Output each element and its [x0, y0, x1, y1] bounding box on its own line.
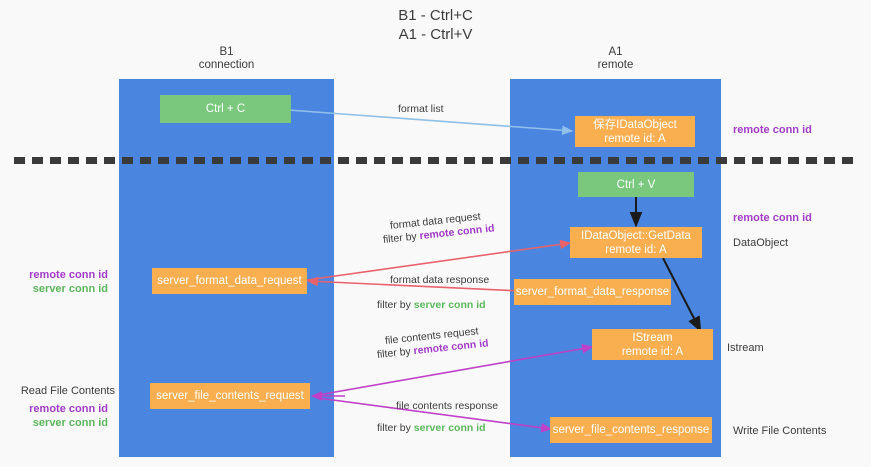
column-header-a1: A1 remote [597, 46, 634, 71]
annotation-remote-conn-id-top: remote conn id [733, 124, 812, 136]
edge-label-file-contents-response: file contents response [396, 400, 499, 412]
section-divider-dashed [14, 157, 859, 164]
filter-prefix: filter by [377, 422, 414, 434]
annotation-left-remote-conn-id: remote conn id [29, 269, 108, 281]
annotation-left-server-conn-id: server conn id [32, 283, 108, 295]
node-save-idataobject[interactable]: 保存IDataObject remote id: A [575, 116, 695, 147]
filter-key-server-conn-id: server conn id [413, 422, 486, 434]
node-idataobject-getdata[interactable]: IDataObject::GetData remote id: A [570, 227, 702, 258]
edge-label-file-contents-response-filter: filter by server conn id [377, 421, 486, 435]
annotation-istream: Istream [727, 342, 764, 354]
filter-prefix: filter by [377, 299, 414, 311]
annotation-write-file-contents: Write File Contents [733, 425, 827, 437]
node-server-format-data-request[interactable]: server_format_data_request [152, 268, 307, 294]
annotation-dataobject: DataObject [733, 237, 789, 249]
node-server-format-data-response[interactable]: server_format_data_response [514, 279, 671, 305]
node-ctrl-v[interactable]: Ctrl + V [578, 172, 694, 197]
node-istream[interactable]: IStream remote id: A [592, 329, 713, 360]
annotation-left-remote-conn-id-2: remote conn id [29, 403, 108, 415]
filter-key-server-conn-id: server conn id [413, 299, 486, 311]
edge-label-format-data-response: format data response [390, 274, 490, 286]
node-server-file-contents-request[interactable]: server_file_contents_request [150, 383, 310, 409]
column-header-b1: B1 connection [198, 46, 255, 71]
edge-label-format-data-response-filter: filter by server conn id [377, 298, 486, 312]
diagram-title: B1 - Ctrl+C A1 - Ctrl+V [398, 7, 473, 43]
node-ctrl-c[interactable]: Ctrl + C [160, 95, 291, 123]
annotation-remote-conn-id-mid: remote conn id [733, 212, 812, 224]
annotation-read-file-contents: Read File Contents [20, 385, 115, 397]
annotation-left-server-conn-id-2: server conn id [32, 417, 108, 429]
filter-prefix: filter by [382, 230, 421, 246]
edge-label-format-list: format list [398, 103, 444, 115]
filter-prefix: filter by [376, 345, 415, 361]
node-server-file-contents-response[interactable]: server_file_contents_response [550, 417, 712, 443]
